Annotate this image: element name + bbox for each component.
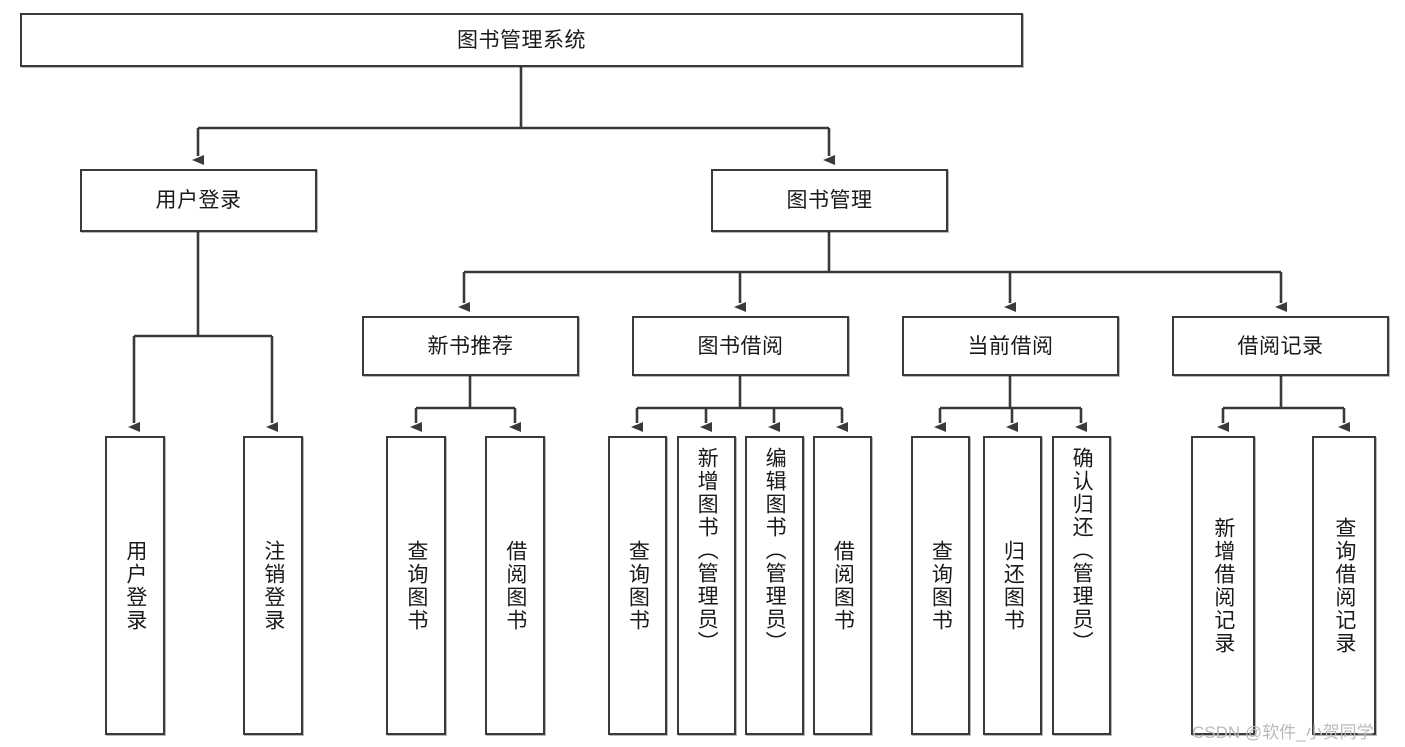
node-leaf-user-logout[interactable]: 注销登录 <box>243 436 303 735</box>
node-leaf-query-borrow-record-label: 查询借阅记录 <box>1332 516 1356 655</box>
node-leaf-query-book-rec-label: 查询图书 <box>404 539 428 632</box>
node-leaf-borrow-book-rec-label: 借阅图书 <box>503 539 527 632</box>
node-leaf-confirm-return-admin[interactable]: 确认归还（管理员） <box>1052 436 1111 735</box>
node-leaf-user-login[interactable]: 用户登录 <box>105 436 165 735</box>
node-leaf-return-book-label: 归还图书 <box>1001 539 1025 632</box>
node-root-label: 图书管理系统 <box>457 28 586 52</box>
node-leaf-query-book-b-label: 查询图书 <box>626 539 650 632</box>
node-user-login-label: 用户登录 <box>155 189 242 212</box>
node-book-manage-label: 图书管理 <box>786 189 873 212</box>
node-leaf-borrow-book-b-label: 借阅图书 <box>831 539 855 632</box>
node-new-book-rec[interactable]: 新书推荐 <box>362 316 579 376</box>
node-leaf-query-book-c[interactable]: 查询图书 <box>911 436 970 735</box>
node-leaf-edit-book-admin[interactable]: 编辑图书（管理员） <box>745 436 804 735</box>
node-leaf-user-login-label: 用户登录 <box>123 539 147 632</box>
node-leaf-edit-book-admin-label: 编辑图书（管理员） <box>763 447 787 654</box>
node-book-manage[interactable]: 图书管理 <box>711 169 948 232</box>
node-new-book-rec-label: 新书推荐 <box>427 334 514 358</box>
node-leaf-borrow-book-rec[interactable]: 借阅图书 <box>485 436 545 735</box>
node-leaf-query-book-rec[interactable]: 查询图书 <box>386 436 446 735</box>
node-borrow-record-label: 借阅记录 <box>1237 334 1324 358</box>
node-root[interactable]: 图书管理系统 <box>20 13 1023 67</box>
node-leaf-add-book-admin-label: 新增图书（管理员） <box>695 447 719 654</box>
node-leaf-query-borrow-record[interactable]: 查询借阅记录 <box>1312 436 1376 735</box>
node-book-borrow-label: 图书借阅 <box>697 334 784 358</box>
node-leaf-add-book-admin[interactable]: 新增图书（管理员） <box>677 436 736 735</box>
node-book-borrow[interactable]: 图书借阅 <box>632 316 849 376</box>
node-leaf-query-book-b[interactable]: 查询图书 <box>608 436 667 735</box>
node-user-login[interactable]: 用户登录 <box>80 169 317 232</box>
node-leaf-borrow-book-b[interactable]: 借阅图书 <box>813 436 872 735</box>
node-leaf-return-book[interactable]: 归还图书 <box>983 436 1042 735</box>
node-leaf-add-borrow-record[interactable]: 新增借阅记录 <box>1191 436 1255 735</box>
node-current-borrow-label: 当前借阅 <box>967 334 1054 358</box>
node-leaf-user-logout-label: 注销登录 <box>261 539 285 632</box>
csdn-watermark: CSDN @软件_小贺同学 <box>1192 723 1374 742</box>
node-leaf-confirm-return-admin-label: 确认归还（管理员） <box>1070 447 1094 654</box>
node-borrow-record[interactable]: 借阅记录 <box>1172 316 1389 376</box>
node-leaf-add-borrow-record-label: 新增借阅记录 <box>1211 516 1235 655</box>
node-leaf-query-book-c-label: 查询图书 <box>929 539 953 632</box>
node-current-borrow[interactable]: 当前借阅 <box>902 316 1119 376</box>
